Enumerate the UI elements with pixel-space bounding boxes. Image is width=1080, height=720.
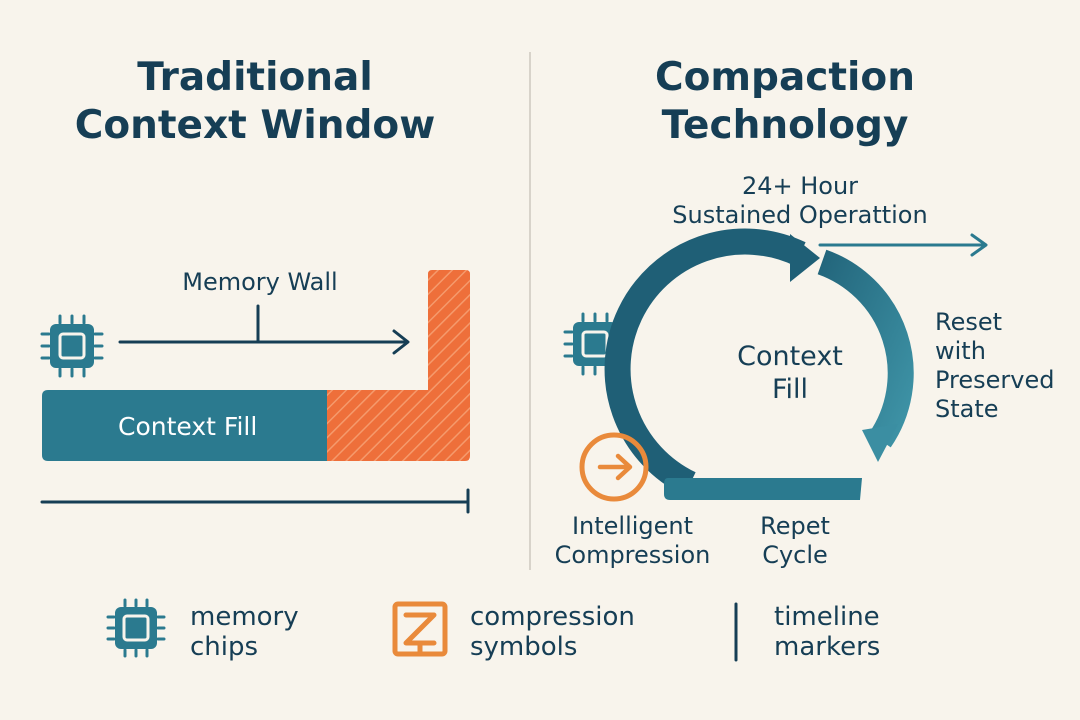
legend-timeline-line2: markers: [774, 632, 881, 662]
reset-line1: Reset: [935, 308, 1003, 336]
cycle-center-line1: Context: [737, 341, 843, 372]
legend-chips-line1: memory: [190, 602, 299, 632]
compression-line1: Intelligent: [571, 512, 694, 540]
right-title-line1: Compaction: [655, 55, 915, 100]
timeline-axis: [40, 488, 470, 514]
repeat-cycle-label: Repet Cycle: [740, 512, 850, 570]
legend-timeline-markers-label: timeline markers: [774, 602, 880, 662]
reset-preserved-state-label: Reset with Preserved State: [935, 308, 1075, 424]
legend-compression-symbols-label: compression symbols: [470, 602, 635, 662]
left-title-line2: Context Window: [74, 103, 436, 148]
reset-line3: Preserved: [935, 366, 1055, 394]
left-panel-title: Traditional Context Window: [40, 54, 470, 150]
left-title-line1: Traditional: [137, 55, 373, 100]
memory-chip-icon: [40, 314, 104, 378]
repeat-line2: Cycle: [762, 541, 828, 569]
legend-memory-chip-icon: [106, 598, 166, 658]
sustained-operation-arrow: [818, 233, 988, 257]
arrow-circle-icon: [579, 432, 649, 502]
legend-chips-line2: chips: [190, 632, 259, 662]
legend-compression-icon: [392, 601, 448, 657]
sustained-operation-label: 24+ Hour Sustained Operattion: [640, 172, 960, 230]
context-fill-bar-label: Context Fill: [118, 412, 258, 441]
legend-compression-line1: compression: [470, 602, 635, 632]
memory-wall-arrow: [118, 304, 410, 355]
right-title-line2: Technology: [661, 103, 909, 148]
legend-memory-chips-label: memory chips: [190, 602, 299, 662]
sustained-line1: 24+ Hour: [741, 172, 859, 200]
memory-wall-block: [327, 270, 470, 461]
context-fill-bar: [42, 390, 327, 461]
reset-line4: State: [935, 395, 999, 423]
right-panel-title: Compaction Technology: [570, 54, 1000, 150]
reset-line2: with: [935, 337, 986, 365]
legend-timeline-line1: timeline: [774, 602, 880, 632]
compression-line2: Compression: [554, 541, 711, 569]
sustained-line2: Sustained Operattion: [672, 201, 928, 229]
intelligent-compression-label: Intelligent Compression: [540, 512, 725, 570]
compaction-cycle-loop: [604, 228, 914, 500]
legend-compression-line2: symbols: [470, 632, 578, 662]
cycle-center-line2: Fill: [771, 374, 809, 405]
cycle-center-label: Context Fill: [705, 340, 875, 406]
memory-wall-label: Memory Wall: [182, 268, 338, 296]
repeat-line1: Repet: [760, 512, 830, 540]
